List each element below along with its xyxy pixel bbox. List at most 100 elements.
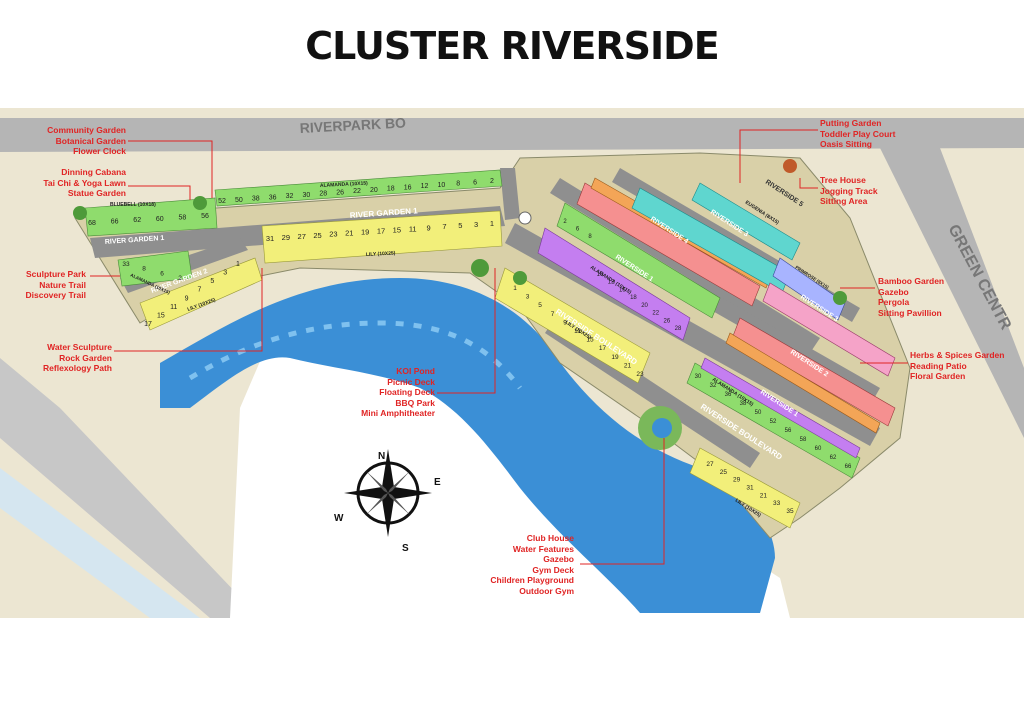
amenity-label: Nature Trail [39,279,86,290]
lot-number: 25 [313,231,321,240]
lot-number: 26 [336,189,344,196]
lot-number: 9 [185,295,189,302]
lot-number: 50 [235,197,243,204]
amenity-label: Rock Garden [59,352,112,363]
lot-number: 20 [370,187,378,194]
lot-number: 3 [223,270,227,277]
lot-number: 21 [345,229,353,238]
lot-number: 56 [201,213,209,220]
lot-number: 30 [695,374,702,380]
lots-bluebell [84,197,218,237]
lot-number: 12 [608,280,615,286]
amenity-label: KOI Pond [396,366,435,376]
amenity-label: Dinning Cabana [61,167,126,177]
lot-number: 60 [156,216,164,223]
lot-number: 10 [437,182,445,189]
lot-number: 2 [563,219,567,225]
lot-number: 28 [675,326,682,332]
lot-number: 11 [574,328,581,335]
amenity-label: Pergola [878,297,910,307]
lots-lily-center [261,210,503,264]
tree [471,259,489,277]
lot-number: 38 [740,401,747,407]
compass-label-w: W [334,513,344,524]
lot-number: 7 [551,311,555,318]
unit-type-alamanda-top: ALAMANDA (10X15) [320,180,368,189]
lot-number: 6 [576,227,580,233]
lot-number: 2 [178,275,182,282]
compass-needle-east [388,487,432,499]
lots-alamanda-rg1 [117,250,193,287]
amenity-callout-club-house: Club House Water Features Gazebo Gym Dec… [470,533,574,596]
lot-number: 1 [513,285,517,292]
amenity-label: Botanical Garden [55,135,126,146]
road-label-river-garden-1-west: RIVER GARDEN 1 [105,235,165,246]
lot-number: 3 [474,220,478,229]
lot-number: 31 [746,485,754,492]
lot-number: 35 [786,508,794,515]
lot-number: 8 [588,234,592,240]
outer-road-north [0,118,1024,152]
lot-number: 18 [387,186,395,193]
lots-southeast-purple [700,357,861,459]
lots-alamanda-riverside [537,227,691,341]
lot-number: 22 [652,311,659,317]
river [160,278,775,613]
lot-number: 5 [458,221,462,230]
lots-riverside-3-rose [762,282,896,377]
club-house-pool [652,418,672,438]
lot-number: 6 [473,179,477,186]
lot-number: 8 [142,266,146,273]
lot-number: 5 [538,302,542,309]
tree [513,271,527,285]
lot-number: 11 [170,304,177,311]
amenity-callout-tree-house: Tree House Jogging Track Sitting Area [820,175,930,207]
amenity-callout-cabana: Dinning Cabana Tai Chi & Yoga Lawn Statu… [10,167,126,199]
amenity-callout-koi: KOI Pond Picnic Deck Floating Deck BBQ P… [340,366,435,419]
amenity-label: Discovery Trail [25,290,86,300]
amenity-label: Reflexology Path [43,363,112,373]
lot-number: 17 [377,227,385,236]
road-name-north: RIVERPARK BO [299,114,406,136]
lot-number: 30 [302,192,310,199]
lot-number: 66 [845,464,852,470]
lot-number: 52 [218,198,226,205]
lot-number: 8 [456,181,460,188]
lot-number: 1 [490,219,494,228]
unit-type-bluebell: BLUEBELL (10X18) [110,202,156,208]
amenity-label: Gazebo [543,554,574,564]
lot-number: 3 [526,294,530,301]
site-plan-map: RIVERPARK BO GREEN CENTR [0,108,1024,618]
amenity-label: Water Sculpture [47,342,112,352]
amenity-label: Herbs & Spices Garden [910,350,1005,360]
lot-number: 23 [329,230,337,239]
lot-number: 33 [122,261,130,268]
unit-type-lily-center: LILY (10X25) [366,250,396,258]
lot-number: 12 [421,183,429,190]
lot-number: 36 [725,392,732,398]
lot-number: 20 [641,303,648,309]
lot-number: 10 [597,272,604,278]
lots-alamanda-top [214,169,503,207]
amenity-label: Bamboo Garden [878,276,945,286]
tree [783,159,797,173]
lot-number: 38 [252,196,260,203]
lot-number: 66 [111,219,119,226]
amenity-label: Mini Amphitheater [361,408,435,418]
lot-number: 36 [269,194,277,201]
lot-number: 58 [179,214,187,221]
lot-number: 15 [393,225,401,234]
site-plan-svg: RIVERPARK BO GREEN CENTR [0,108,1024,618]
lot-number: 15 [586,337,594,344]
lot-number: 15 [157,312,165,319]
compass-needle-nw [366,471,388,493]
lot-number: 9 [426,223,430,232]
road-entrance [500,168,520,220]
page-title: CLUSTER RIVERSIDE [305,24,719,68]
lots-lily-south [689,447,801,529]
lot-number: 26 [664,318,671,324]
lot-number: 32 [710,383,717,389]
lots-riverside-2-pink [732,317,896,427]
lot-number: 29 [733,477,741,484]
amenity-callout-herbs: Herbs & Spices Garden Reading Patio Flor… [910,350,1020,382]
